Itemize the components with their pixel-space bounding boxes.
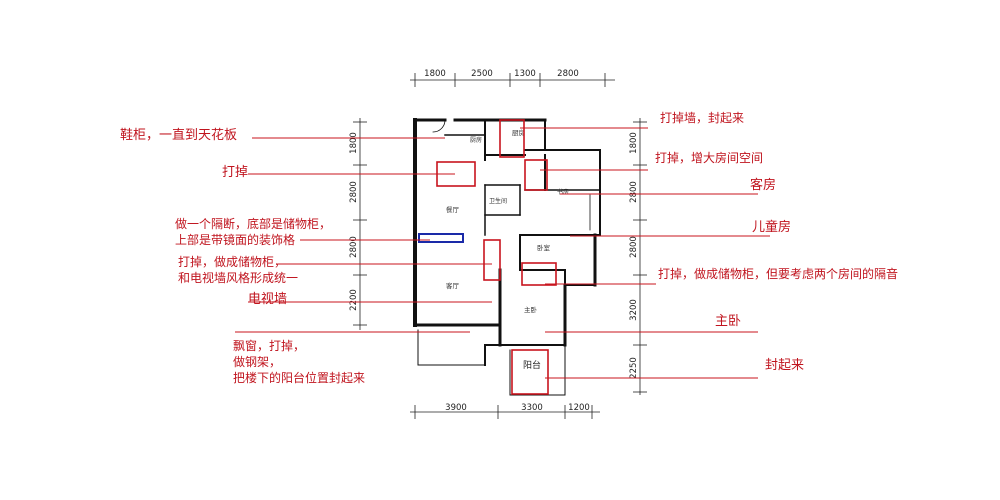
room-kitchen: 厨房 xyxy=(512,128,525,137)
highlight-balcony xyxy=(511,349,549,395)
note-guest-room: 客房 xyxy=(750,178,777,193)
room-dining: 餐厅 xyxy=(446,205,460,214)
note-remove-storage: 打掉，做成储物柜， 和电视墙风格形成统一 xyxy=(178,255,299,285)
dim-top-4: 2800 xyxy=(557,69,579,79)
note-shoe-cabinet: 鞋柜，一直到天花板 xyxy=(120,128,238,143)
note-remove-1: 打掉 xyxy=(222,165,249,180)
note-bay-window: 飘窗，打掉， 做钢架， 把楼下的阳台位置封起来 xyxy=(233,339,366,385)
dim-right-2: 2800 xyxy=(629,181,639,203)
note-partition: 做一个隔断，底部是储物柜， 上部是带镜面的装饰格 xyxy=(175,217,332,247)
dimension-bottom xyxy=(410,405,600,419)
room-bath: 卫生间 xyxy=(489,197,507,205)
dim-top-2: 2500 xyxy=(471,69,493,79)
dim-left-4: 2200 xyxy=(349,289,359,311)
room-bedroom2: 卧室 xyxy=(537,243,551,252)
dim-left-3: 2800 xyxy=(349,236,359,258)
room-balcony: 阳台 xyxy=(523,359,541,371)
room-living: 客厅 xyxy=(446,281,460,290)
dim-bottom-1: 3900 xyxy=(445,403,467,413)
note-remove-wall-seal: 打掉墙，封起来 xyxy=(660,111,745,125)
dimension-top xyxy=(410,73,615,87)
leader-lines xyxy=(235,127,770,379)
note-tv-wall: 电视墙 xyxy=(248,292,288,307)
dim-right-5: 2250 xyxy=(629,357,639,379)
dim-right-4: 3200 xyxy=(629,299,639,321)
dim-right-3: 2800 xyxy=(629,236,639,258)
room-hall: 厨房 xyxy=(470,136,482,144)
dim-bottom-3: 1200 xyxy=(568,403,590,413)
dimension-left xyxy=(353,118,367,330)
note-remove-enlarge: 打掉，增大房间空间 xyxy=(655,151,764,165)
room-study: 书房 xyxy=(557,188,569,196)
note-master-bedroom: 主卧 xyxy=(715,314,742,329)
partition-marker xyxy=(418,233,464,243)
highlight-wall-seal xyxy=(499,119,525,158)
room-master: 主卧 xyxy=(524,305,538,314)
note-kids-room: 儿童房 xyxy=(752,220,792,235)
dim-left-2: 2800 xyxy=(349,181,359,203)
highlight-storage-2 xyxy=(521,262,557,286)
dim-right-1: 1800 xyxy=(629,132,639,154)
highlight-enlarge xyxy=(524,159,548,191)
dimension-right xyxy=(633,118,647,395)
dim-left-1: 1800 xyxy=(349,132,359,154)
dim-top-3: 1300 xyxy=(514,69,536,79)
walls xyxy=(413,118,601,396)
dim-bottom-2: 3300 xyxy=(521,403,543,413)
note-seal-up: 封起来 xyxy=(765,358,805,373)
highlight-storage xyxy=(483,239,501,281)
note-remove-storage-2: 打掉，做成储物柜，但要考虑两个房间的隔音 xyxy=(658,267,899,281)
red-highlights xyxy=(436,119,557,395)
dim-top-1: 1800 xyxy=(424,69,446,79)
